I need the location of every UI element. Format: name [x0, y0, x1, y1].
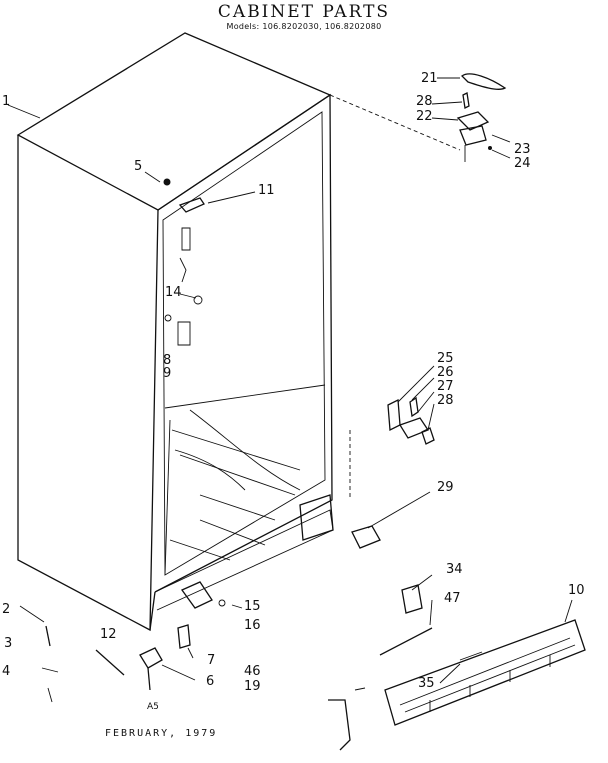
grille-parts	[328, 584, 586, 751]
page-title: CABINET PARTS	[217, 2, 391, 22]
base-parts	[19, 581, 226, 703]
diagram-code: A5	[147, 702, 159, 712]
part-label-28-top: 28	[416, 94, 433, 109]
wall-parts	[163, 178, 205, 346]
cabinet-shell	[16, 32, 461, 632]
part-label-2: 2	[2, 602, 11, 617]
part-label-26: 26	[437, 365, 454, 380]
middle-hinge-parts	[387, 396, 435, 445]
part-label-27: 27	[437, 379, 454, 394]
part-label-4: 4	[2, 664, 11, 679]
part-label-7: 7	[207, 653, 216, 668]
part-label-35: 35	[418, 676, 435, 691]
part-label-3: 3	[4, 636, 13, 651]
part-label-9: 9	[163, 366, 172, 381]
part-label-23: 23	[514, 142, 531, 157]
part-label-21: 21	[421, 71, 438, 86]
part-label-34: 34	[446, 562, 463, 577]
part-label-14: 14	[165, 285, 182, 300]
leader-lines	[7, 77, 573, 684]
part-label-19: 19	[244, 679, 261, 694]
part-label-16: 16	[244, 618, 261, 633]
part-label-15: 15	[244, 599, 261, 614]
part-label-12: 12	[100, 627, 117, 642]
top-hinge-parts	[456, 73, 507, 162]
part-label-5: 5	[134, 159, 143, 174]
part-label-24: 24	[514, 156, 531, 171]
publication-date: FEBRUARY, 1979	[105, 728, 218, 739]
part-label-6: 6	[206, 674, 215, 689]
part-label-11: 11	[258, 183, 275, 198]
part-label-8: 8	[163, 353, 172, 368]
part-label-28-mid: 28	[437, 393, 454, 408]
part-label-1: 1	[2, 94, 11, 109]
part-label-22: 22	[416, 109, 433, 124]
hinge-bracket-29	[351, 525, 381, 549]
part-label-46: 46	[244, 664, 261, 679]
part-label-10: 10	[568, 583, 585, 598]
model-numbers: Models: 106.8202030, 106.8202080	[226, 22, 382, 31]
part-label-25: 25	[437, 351, 454, 366]
part-label-47: 47	[444, 591, 461, 606]
part-label-29: 29	[437, 480, 454, 495]
